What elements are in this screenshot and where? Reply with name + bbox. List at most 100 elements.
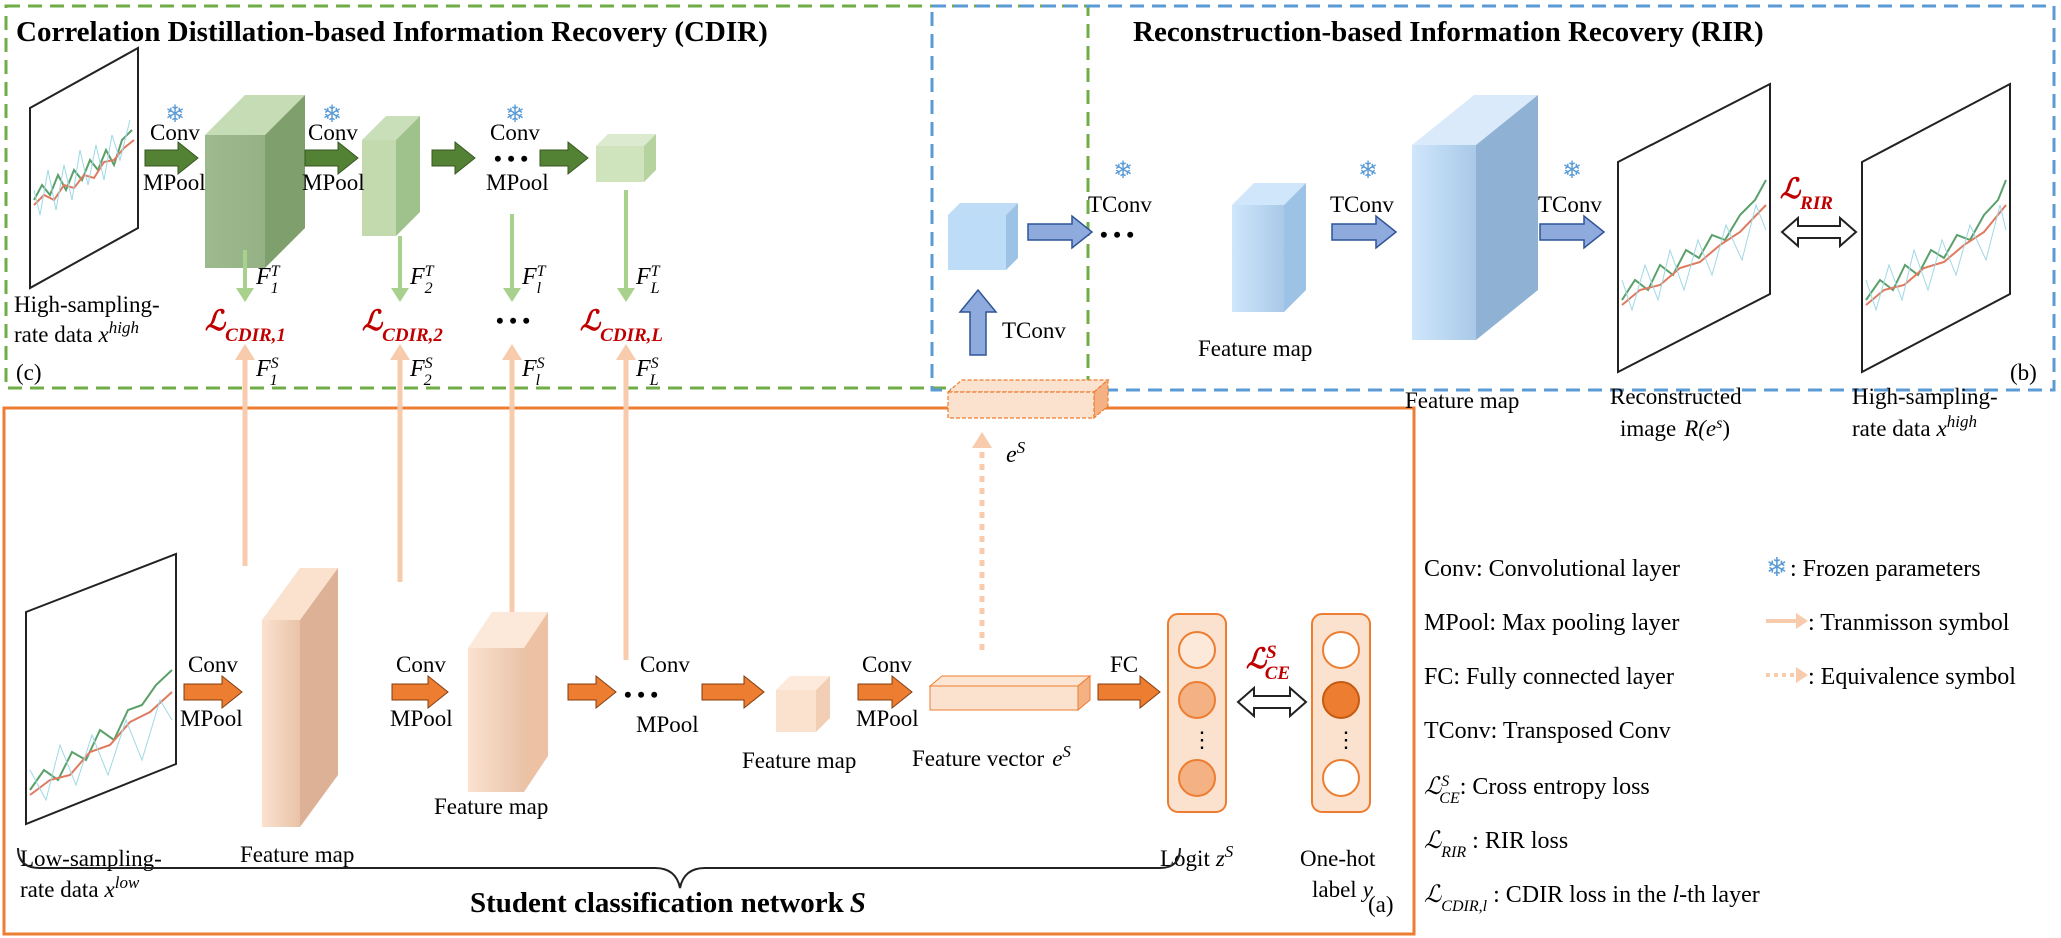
cdir-arrow-4 — [539, 140, 589, 176]
frozen-icon: ❄ — [322, 102, 342, 128]
student-arrow-1 — [183, 674, 243, 710]
rir-loss-double-arrow — [1780, 215, 1858, 249]
rir-arrow-2 — [1331, 214, 1398, 250]
rir-reconstructed-image — [1617, 82, 1771, 374]
student-feature-cube-3 — [776, 676, 830, 732]
ce-loss-double-arrow — [1236, 685, 1308, 719]
rir-op-tconv-up: TConv — [1002, 318, 1066, 343]
rir-high-signal — [1861, 82, 2011, 374]
legend-cdir: ℒCDIR,l : CDIR loss in the l-th layer — [1424, 882, 1760, 915]
equivalence-arrow — [972, 432, 992, 650]
student-arrow-2 — [391, 674, 449, 710]
rir-es-label: eS — [1006, 438, 1026, 469]
onehot-vector — [1311, 613, 1371, 813]
rir-feature-map-2-label: Feature map — [1405, 388, 1519, 413]
rir-feature-cube-1 — [1232, 183, 1306, 312]
student-op-mpool-3: MPool — [636, 712, 699, 737]
cdir-feature-cube-1 — [205, 95, 305, 268]
rir-up-arrow — [958, 288, 998, 356]
student-arrow-5 — [857, 674, 913, 710]
student-feature-map-2-label: Feature map — [434, 794, 548, 819]
tag-b: (b) — [2010, 360, 2037, 385]
student-op-conv-4: Conv — [862, 652, 912, 677]
student-feature-map-1-label: Feature map — [240, 842, 354, 867]
cdir-op-conv-3: Conv — [490, 120, 540, 145]
rir-dots: • • • — [1100, 222, 1134, 247]
cdir-feature-cube-2 — [362, 116, 420, 236]
frozen-icon: ❄ — [1562, 158, 1582, 184]
transmission-arrowhead-icon — [1796, 613, 1808, 629]
student-feature-map-3-label: Feature map — [742, 748, 856, 773]
loss-rir: ℒRIR — [1780, 174, 1833, 214]
rir-es-cube — [948, 203, 1018, 270]
student-feature-cube-1 — [262, 568, 338, 827]
cdir-arrow-1 — [144, 140, 199, 176]
rir-op-tconv-2: TConv — [1330, 192, 1394, 217]
rir-feature-map-1-label: Feature map — [1198, 336, 1312, 361]
cdir-down-arrows — [236, 190, 635, 302]
rir-op-tconv-3: TConv — [1538, 192, 1602, 217]
logit-vdots: ⋮ — [1191, 727, 1213, 752]
cdir-section-border — [4, 4, 1090, 390]
legend-frozen: : Frozen parameters — [1790, 556, 1981, 582]
legend-fc: FC: Fully connected layer — [1424, 664, 1674, 690]
student-op-conv-1: Conv — [188, 652, 238, 677]
rir-section-border — [930, 4, 2056, 392]
student-op-conv-2: Conv — [396, 652, 446, 677]
student-dots: • • • — [624, 682, 658, 707]
legend-conv: Conv: Convolutional layer — [1424, 556, 1680, 582]
legend-equivalence: : Equivalence symbol — [1808, 664, 2016, 690]
cdir-dots: • • • — [494, 146, 528, 171]
student-op-mpool-2: MPool — [390, 706, 453, 731]
cdir-arrow-3 — [431, 140, 476, 176]
cdir-input-signal — [29, 46, 139, 290]
cdir-title: Correlation Distillation-based Informati… — [16, 16, 768, 48]
legend-tconv: TConv: Transposed Conv — [1424, 718, 1671, 744]
student-arrow-4 — [701, 674, 765, 710]
cdir-op-mpool-2: MPool — [302, 170, 365, 195]
cdir-op-mpool-1: MPool — [143, 170, 206, 195]
frozen-icon: ❄ — [1358, 158, 1378, 184]
tag-a: (a) — [1368, 892, 1394, 917]
cdir-op-conv-1: Conv — [150, 120, 200, 145]
frozen-icon: ❄ — [505, 102, 525, 128]
rir-es-bar — [946, 378, 1110, 420]
legend: Conv: Convolutional layer MPool: Max poo… — [1424, 553, 2016, 915]
student-op-mpool-4: MPool — [856, 706, 919, 731]
cdir-feature-cube-3 — [596, 134, 656, 182]
frozen-icon: ❄ — [1766, 553, 1788, 582]
cdir-arrow-2 — [304, 140, 359, 176]
student-upward-arrows — [235, 344, 636, 660]
rir-arrow-3 — [1539, 214, 1606, 250]
student-feature-vector — [928, 674, 1092, 712]
student-input-signal — [25, 552, 177, 826]
student-input-label-1: Low-sampling- — [20, 846, 162, 871]
tag-c: (c) — [16, 360, 42, 385]
student-arrow-3 — [567, 674, 617, 710]
student-op-fc: FC — [1110, 652, 1138, 677]
loss-cdir-L: ℒCDIR,L — [580, 306, 663, 346]
rir-feature-cube-2 — [1412, 95, 1538, 340]
loss-cdir-2: ℒCDIR,2 — [362, 306, 443, 346]
logit-vector — [1167, 613, 1227, 813]
loss-cdir-1: ℒCDIR,1 — [205, 306, 286, 346]
rir-high-label-1: High-sampling- — [1852, 384, 1998, 409]
loss-cdir-ellipsis: • • • — [496, 308, 530, 333]
cdir-op-conv-2: Conv — [308, 120, 358, 145]
